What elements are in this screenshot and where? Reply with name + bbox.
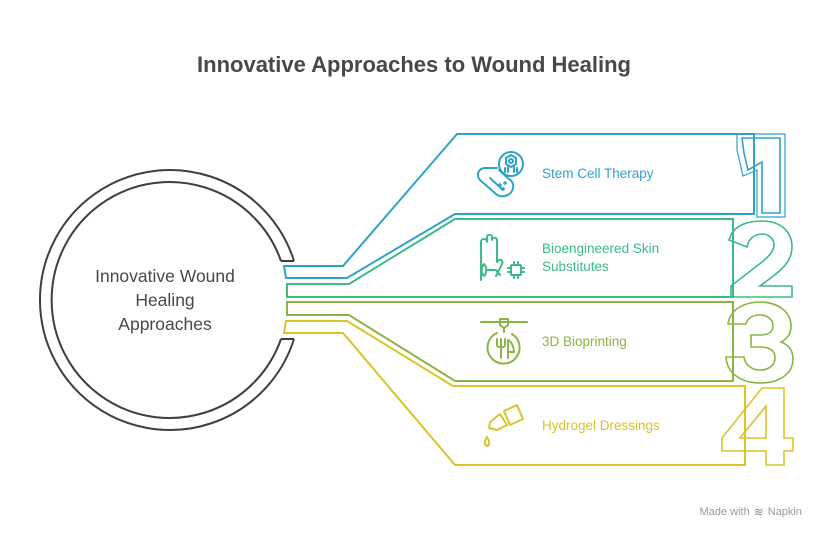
band-1-outline xyxy=(282,133,755,279)
center-label-line-3: Approaches xyxy=(118,314,212,334)
number-4 xyxy=(721,387,794,466)
footer-made-with: Made with xyxy=(699,506,750,518)
napkin-logo-icon: ≋ xyxy=(753,505,764,519)
stem-cell-pill-icon xyxy=(476,151,524,198)
band-3-outline xyxy=(286,301,734,382)
band-2 xyxy=(286,218,734,298)
item-2-label: Bioengineered Skin Substitutes xyxy=(542,240,659,276)
band-2-outline xyxy=(286,218,734,298)
center-ring-inner xyxy=(50,181,282,419)
center-label-line-2: Healing xyxy=(135,290,195,310)
dropper-bottle-icon xyxy=(483,404,524,447)
band-4 xyxy=(282,320,746,466)
diagram-title: Innovative Approaches to Wound Healing xyxy=(197,52,631,77)
footer-brand: Napkin xyxy=(767,506,802,518)
number-1 xyxy=(736,133,786,218)
hand-chip-icon xyxy=(480,233,525,281)
item-3-label: 3D Bioprinting xyxy=(542,334,627,349)
center-ring-outer xyxy=(38,169,295,431)
bioprinter-icon xyxy=(480,318,528,365)
band-3 xyxy=(286,301,734,382)
item-4-label: Hydrogel Dressings xyxy=(542,418,660,433)
number-2 xyxy=(728,220,793,298)
number-3 xyxy=(725,301,794,384)
band-4-outline xyxy=(282,320,746,466)
band-1 xyxy=(282,133,755,279)
item-2-label-line-2: Substitutes xyxy=(542,259,609,274)
center-label-line-1: Innovative Wound xyxy=(95,266,235,286)
item-2-label-line-1: Bioengineered Skin xyxy=(542,241,660,256)
item-1-label: Stem Cell Therapy xyxy=(542,166,654,181)
center-node-label: Innovative Wound Healing Approaches xyxy=(60,264,270,336)
center-ring xyxy=(38,169,295,431)
footer-attribution: Made with ≋ Napkin xyxy=(700,505,802,519)
